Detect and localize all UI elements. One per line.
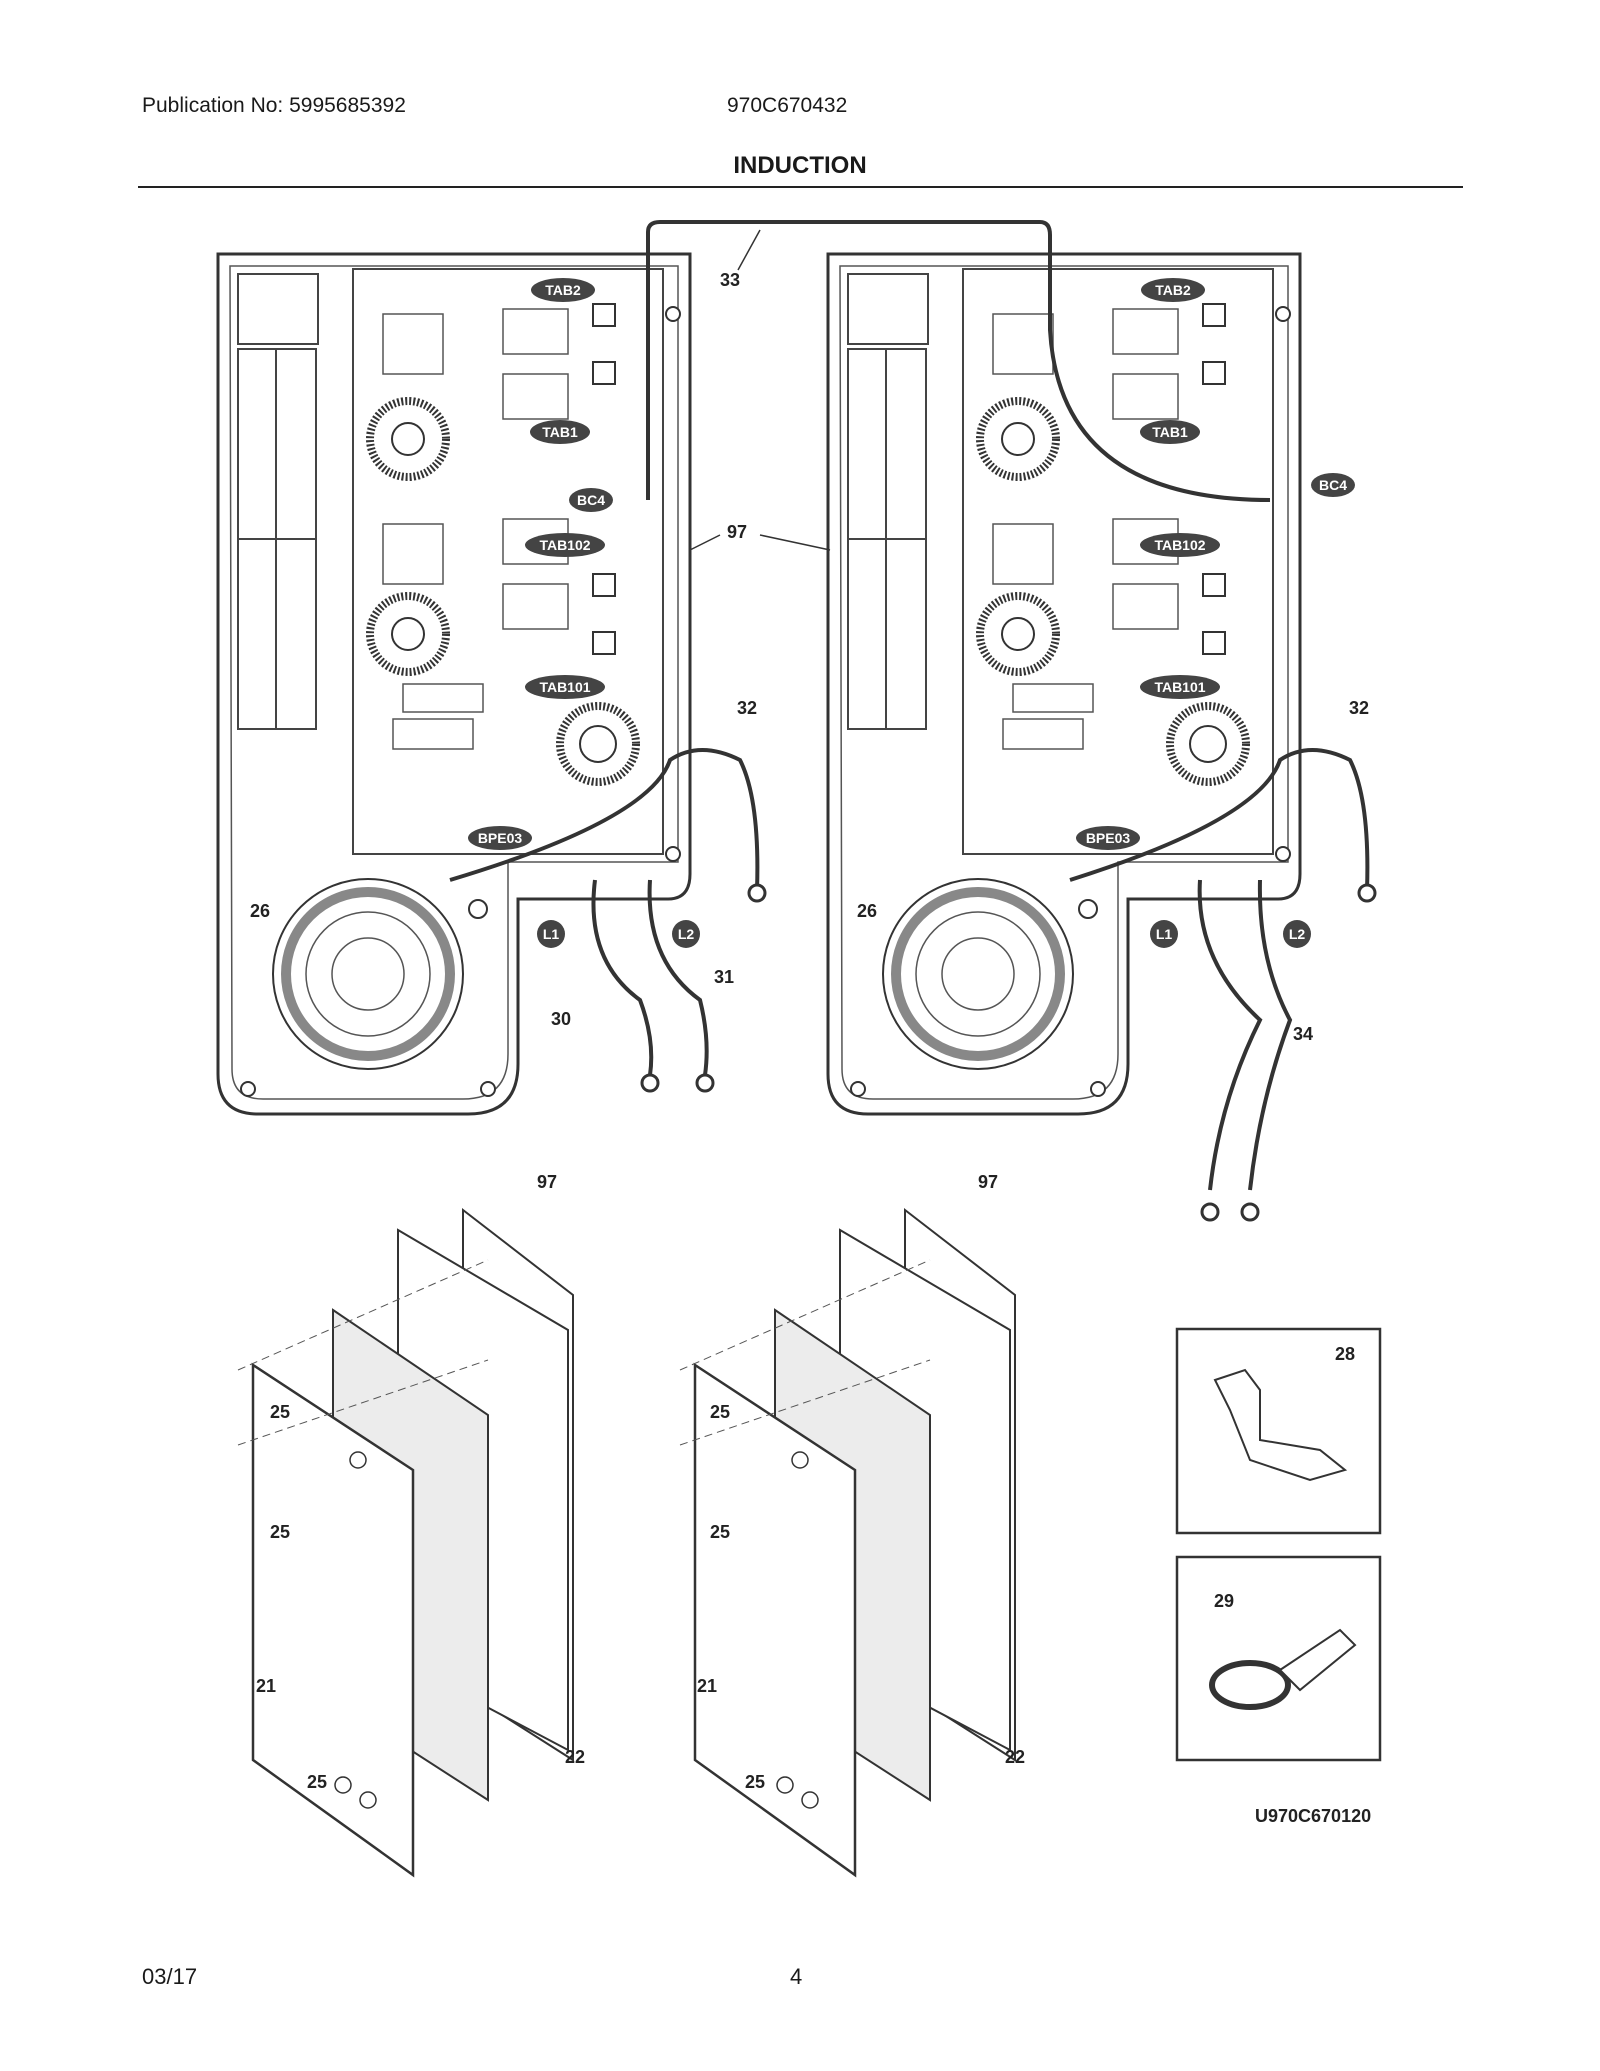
callout-97-right: 97 (978, 1172, 998, 1192)
callout-34: 34 (1293, 1024, 1313, 1044)
callout-30: 30 (551, 1009, 571, 1029)
tag-l1-right: L1 (1156, 926, 1173, 942)
callout-29: 29 (1214, 1591, 1234, 1611)
tag-tab101-right: TAB101 (1154, 679, 1205, 695)
wire-34 (1197, 879, 1263, 1191)
callout-21-right: 21 (697, 1676, 717, 1696)
callout-25-c: 25 (307, 1772, 327, 1792)
inset-box-29: 29 (1175, 1555, 1382, 1762)
callout-33: 33 (720, 270, 740, 290)
tag-tab102-left: TAB102 (539, 537, 590, 553)
wire-32-left (449, 748, 760, 891)
footer-date: 03/17 (142, 1964, 198, 1989)
publication-number: Publication No: 5995685392 (142, 94, 406, 117)
tag-l1-left: L1 (543, 926, 560, 942)
tag-tab2-left: TAB2 (545, 282, 581, 298)
callout-21-left: 21 (256, 1676, 276, 1696)
callout-25-e: 25 (710, 1522, 730, 1542)
tag-l2-left: L2 (678, 926, 695, 942)
callout-97-top: 97 (727, 522, 747, 542)
callout-32-left: 32 (737, 698, 757, 718)
callout-32-right: 32 (1349, 698, 1369, 718)
right-shield-assembly (678, 1208, 1017, 1877)
tag-tab1-left: TAB1 (542, 424, 578, 440)
wire-31 (647, 879, 709, 1076)
tag-tab102-right: TAB102 (1154, 537, 1205, 553)
tag-tab101-left: TAB101 (539, 679, 590, 695)
inset-box-28: 28 (1175, 1327, 1382, 1535)
callout-26-left: 26 (250, 901, 270, 921)
callout-25-d: 25 (710, 1402, 730, 1422)
callout-26-right: 26 (857, 901, 877, 921)
callout-25-f: 25 (745, 1772, 765, 1792)
page-number: 4 (790, 1964, 803, 1989)
tag-bc4-left: BC4 (577, 492, 605, 508)
tag-bc4-right: BC4 (1319, 477, 1347, 493)
wire-33 (646, 220, 1271, 502)
figure-code: U970C670120 (1255, 1806, 1371, 1826)
tags-left-board: TAB2 TAB1 BC4 TAB102 TAB101 BPE03 L1 L2 (468, 278, 700, 948)
left-induction-board (218, 254, 690, 1114)
callout-28: 28 (1335, 1344, 1355, 1364)
callout-25-b: 25 (270, 1522, 290, 1542)
callout-25-a: 25 (270, 1402, 290, 1422)
header-divider (138, 186, 1463, 188)
wire-32-right (1069, 748, 1370, 891)
tag-bpe03-right: BPE03 (1086, 830, 1131, 846)
callout-22-right: 22 (1005, 1747, 1025, 1767)
tags-right-board: TAB2 TAB1 BC4 TAB102 TAB101 BPE03 L1 L2 (1076, 278, 1355, 948)
tag-bpe03-left: BPE03 (478, 830, 523, 846)
model-number: 970C670432 (727, 94, 848, 117)
tag-tab2-right: TAB2 (1155, 282, 1191, 298)
callout-22-left: 22 (565, 1747, 585, 1767)
wire-30 (591, 879, 654, 1076)
callout-31: 31 (714, 967, 734, 987)
page-title: INDUCTION (733, 152, 867, 179)
left-shield-assembly (236, 1208, 575, 1877)
callout-97-left: 97 (537, 1172, 557, 1192)
tag-tab1-right: TAB1 (1152, 424, 1188, 440)
tag-l2-right: L2 (1289, 926, 1306, 942)
